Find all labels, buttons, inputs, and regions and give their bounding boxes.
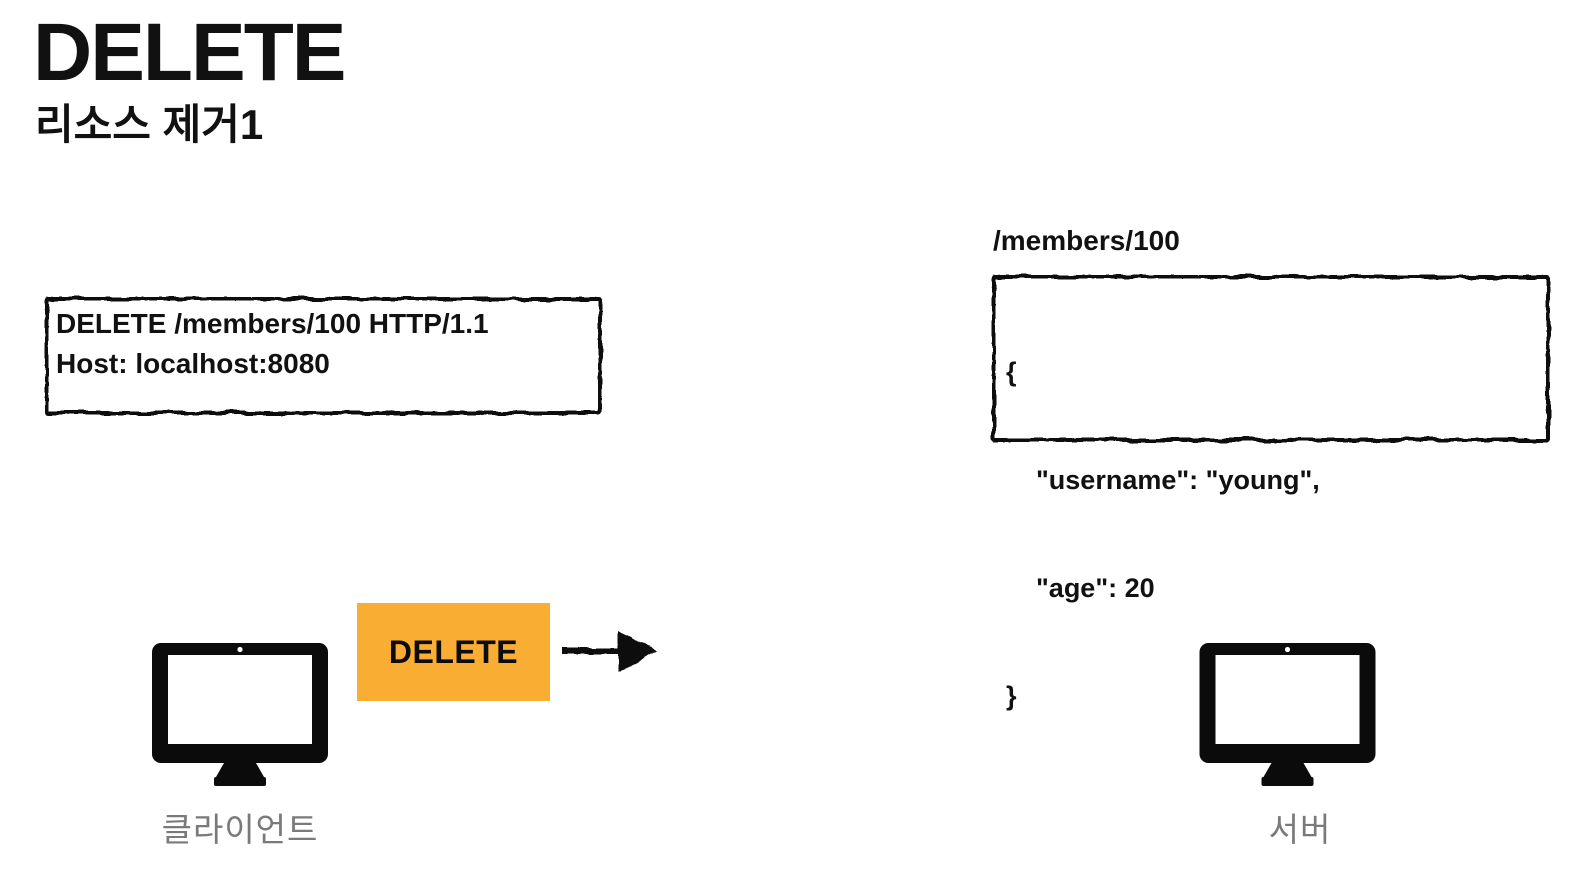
request-line-host: Host: localhost:8080 [56, 348, 330, 379]
json-username-line: "username": "young", [1036, 465, 1320, 495]
request-line-method: DELETE /members/100 HTTP/1.1 [56, 308, 489, 339]
right-arrow-icon [562, 630, 657, 672]
server-label: 서버 [1268, 811, 1332, 848]
resource-body-box: { "username": "young", "age": 20 } [992, 275, 1550, 711]
resource-json-text: { "username": "young", "age": 20 } [1006, 282, 1542, 786]
resource-path-label: /members/100 [993, 225, 1180, 256]
client-label: 클라이언트 [161, 811, 319, 848]
server-monitor-icon [1199, 643, 1376, 786]
flow-overlay [328, 630, 1197, 717]
page-subtitle: 리소스 제거1 [35, 101, 264, 148]
json-age-line: "age": 20 [1036, 573, 1155, 603]
json-open-brace: { [1006, 357, 1017, 387]
json-close-brace: } [1006, 681, 1017, 711]
page-title: DELETE [33, 7, 346, 98]
client-monitor-icon [152, 643, 328, 786]
delete-method-badge: DELETE [357, 603, 550, 701]
http-request-box: DELETE /members/100 HTTP/1.1 Host: local… [45, 297, 602, 415]
http-request-text: DELETE /members/100 HTTP/1.1 Host: local… [56, 304, 594, 384]
